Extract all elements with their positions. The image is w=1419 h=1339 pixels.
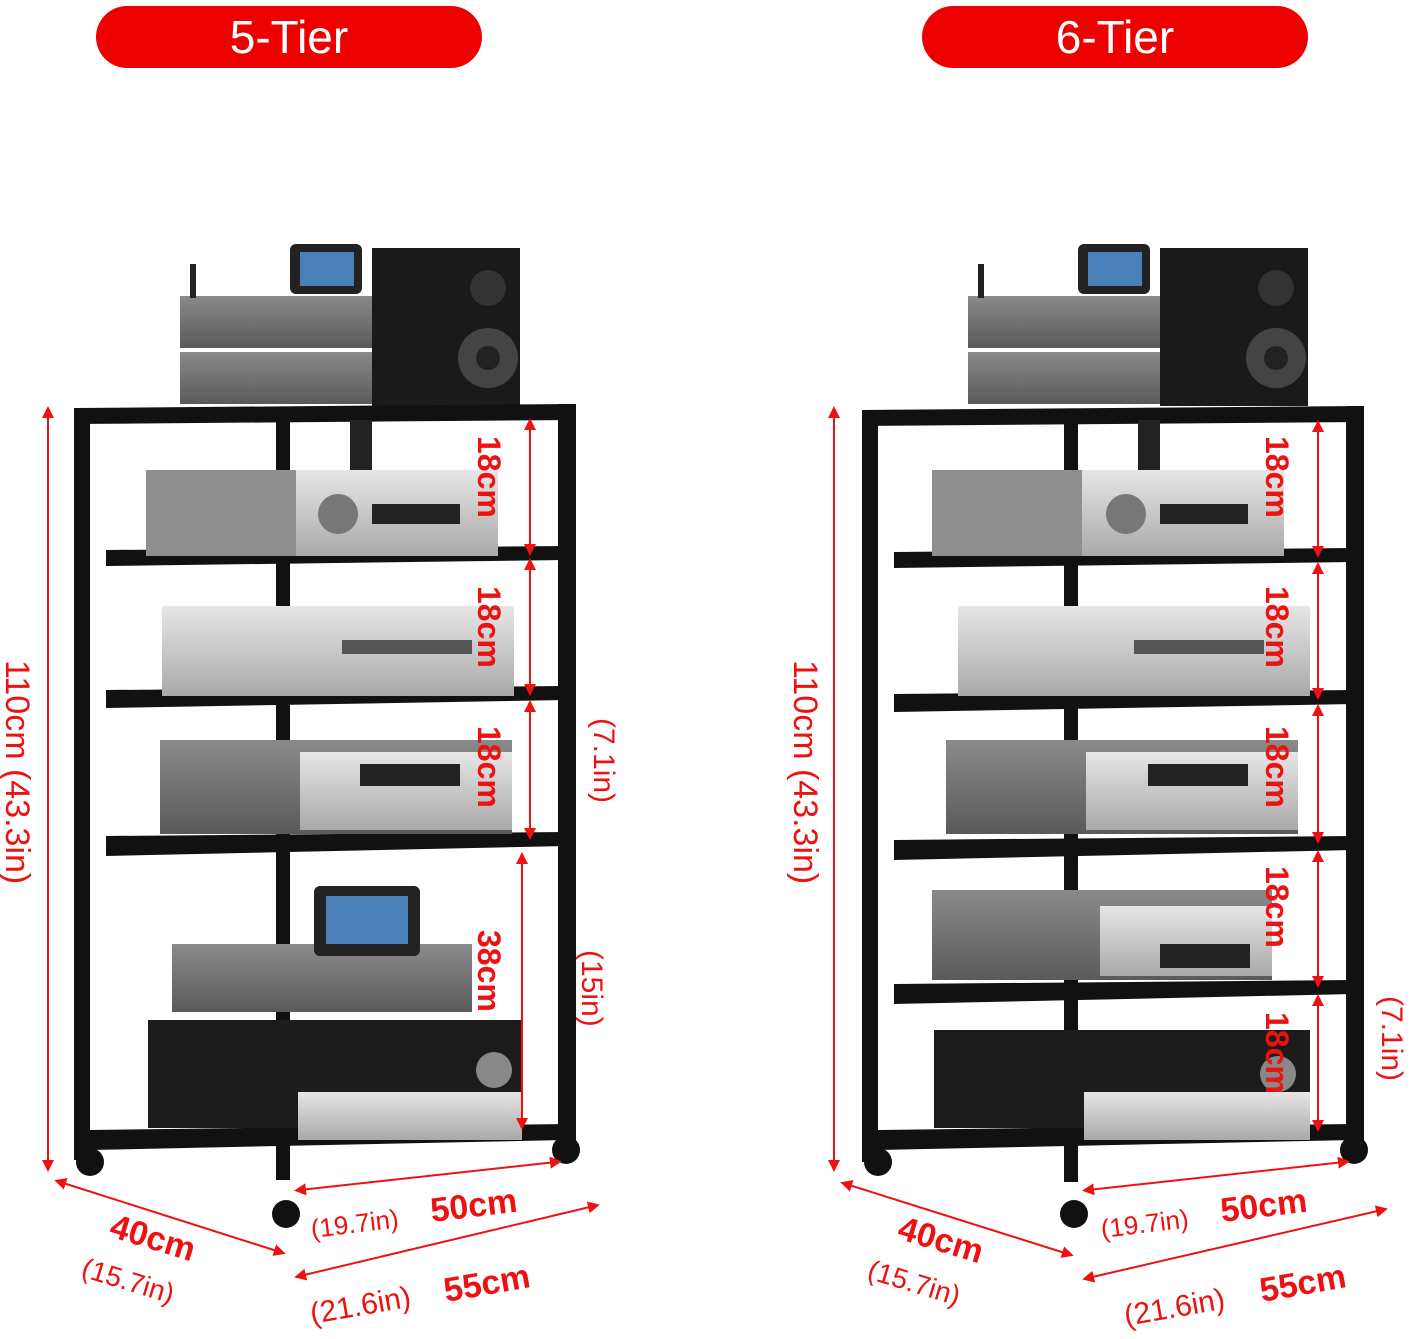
shelf-in-a: (7.1in) — [587, 718, 620, 803]
shelf-in-b: (15in) — [575, 950, 608, 1027]
outer-width-cm: 55cm — [441, 1257, 533, 1310]
shelf-height-2: 18cm — [471, 586, 507, 668]
shelf-in-a: (7.1in) — [1375, 996, 1408, 1081]
top-devices — [968, 244, 1308, 406]
shelf-height-1: 18cm — [471, 436, 507, 518]
outer-width-in: (21.6in) — [1121, 1283, 1227, 1333]
depth-cm: 40cm — [106, 1207, 200, 1269]
shelf-height-3: 18cm — [471, 726, 507, 808]
six-tier-dimensions: 110cm (43.3in) 18cm 18cm 18cm 18cm 18cm … — [786, 406, 1408, 1333]
shelf-height-1: 18cm — [1259, 436, 1295, 518]
height-label: 110cm (43.3in) — [786, 660, 824, 884]
outer-width-in: (21.6in) — [307, 1281, 413, 1331]
inner-width-in: (19.7in) — [1099, 1203, 1190, 1244]
depth-in: (15.7in) — [864, 1254, 964, 1311]
shelf-height-4: 38cm — [471, 930, 507, 1012]
shelf-height-3: 18cm — [1259, 726, 1295, 808]
five-tier-rack — [74, 244, 580, 1228]
shelf-height-2: 18cm — [1259, 586, 1295, 668]
shelf-height-4: 18cm — [1259, 866, 1295, 948]
inner-width-in: (19.7in) — [309, 1203, 400, 1244]
depth-cm: 40cm — [894, 1209, 988, 1271]
outer-width-cm: 55cm — [1257, 1257, 1349, 1310]
inner-width-cm: 50cm — [428, 1182, 519, 1230]
five-tier-label: 5-Tier — [96, 6, 482, 68]
height-label: 110cm (43.3in) — [0, 660, 36, 884]
top-devices — [180, 244, 520, 406]
shelf-height-5: 18cm — [1259, 1012, 1295, 1094]
six-tier-label: 6-Tier — [922, 6, 1308, 68]
inner-width-cm: 50cm — [1218, 1182, 1309, 1230]
six-tier-rack — [862, 244, 1368, 1228]
